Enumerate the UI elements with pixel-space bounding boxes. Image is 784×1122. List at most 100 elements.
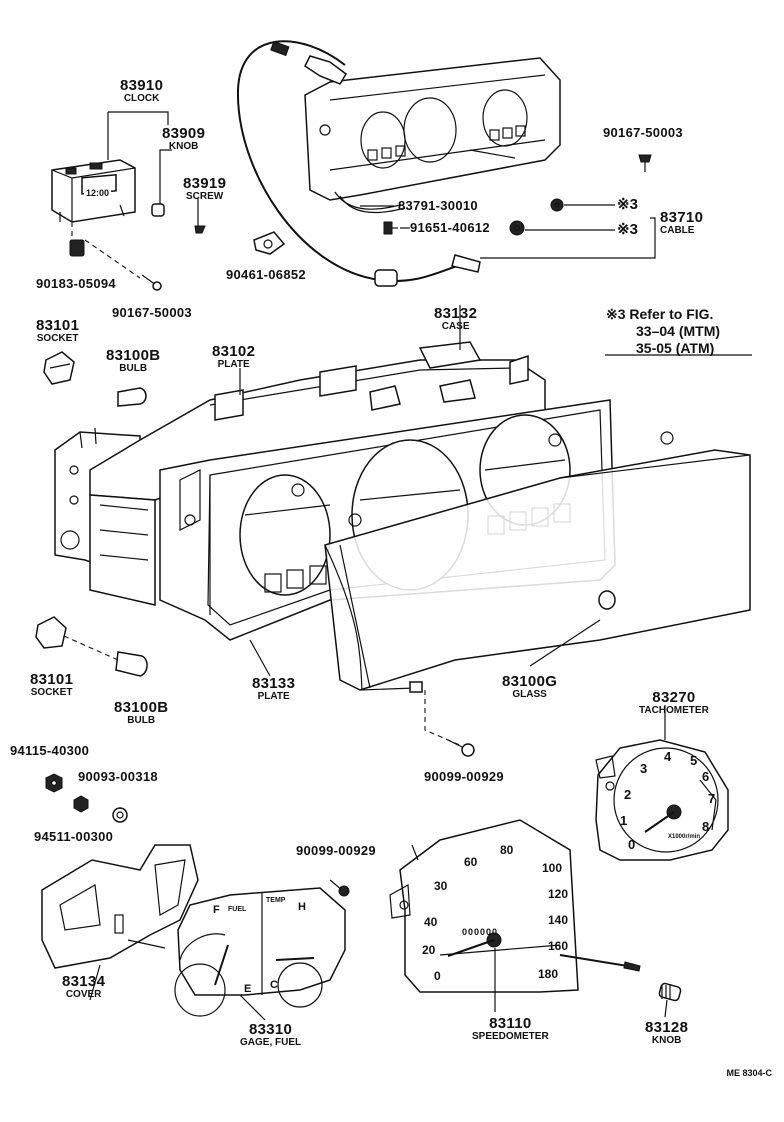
label-cable: 83710 CABLE (660, 210, 703, 236)
fuel-full-label: F (213, 904, 220, 916)
part-number: 83791-30010 (398, 198, 478, 213)
tachometer-tick-label: 5 (690, 753, 698, 768)
tachometer-tick-label: 6 (702, 769, 710, 784)
clock-assembly (51, 111, 169, 223)
label-screw-c: 90099-00929 (424, 770, 504, 783)
part-number: 83909 (162, 125, 206, 142)
part-number: 83132 (434, 305, 478, 322)
odometer-display: 000000 (462, 927, 499, 937)
part-number: 83100B (106, 347, 161, 364)
meter-housing-top (304, 57, 561, 201)
part-name: TACHOMETER (639, 705, 709, 716)
part-name: SOCKET (30, 687, 73, 698)
part-number: 83102 (212, 343, 256, 360)
temp-cold-label: C (270, 979, 278, 991)
part-number: 90099-00929 (296, 843, 376, 858)
label-cover: 83134 COVER (62, 974, 105, 1000)
label-socket-bottom: 83101 SOCKET (30, 672, 73, 698)
note-line-2: 33–04 (MTM) (636, 323, 721, 339)
part-name: SPEEDOMETER (472, 1031, 549, 1042)
part-name: SCREW (185, 191, 224, 202)
clip-b-part (253, 231, 286, 255)
label-bolt-a: 91651-40612 (410, 221, 490, 234)
reference-note: ※3 Refer to FIG. 33–04 (MTM) 35-05 (ATM) (606, 306, 720, 357)
label-bulb-bottom: 83100B BULB (114, 700, 168, 726)
part-name: GLASS (512, 689, 547, 700)
speedometer-part (389, 819, 641, 993)
label-clip-a: 90183-05094 (36, 277, 116, 290)
label-clock-screw: 83919 SCREW (183, 176, 226, 202)
tachometer-tick-label: 8 (702, 819, 710, 834)
part-number: 83310 (248, 1021, 293, 1038)
part-number: 83710 (660, 209, 704, 226)
part-name: PLATE (217, 359, 250, 370)
part-number: 90167-50003 (603, 125, 683, 140)
part-name: BULB (127, 715, 156, 726)
harness-wires (334, 191, 406, 214)
tachometer-tick-label: 2 (624, 787, 632, 802)
speedometer-tick-label: 30 (434, 879, 448, 893)
cover-part (41, 844, 199, 969)
part-name: KNOB (651, 1035, 682, 1046)
part-number: 83919 (183, 175, 227, 192)
part-name: CLOCK (123, 93, 160, 104)
cable-ends (480, 198, 656, 259)
speedometer-cable (236, 40, 481, 287)
speedometer-tick-label: 140 (548, 913, 569, 927)
label-socket-top: 83101 SOCKET (36, 318, 79, 344)
speedometer-tick-label: 40 (424, 915, 438, 929)
part-number: 83110 (489, 1015, 532, 1032)
socket-top-part (43, 351, 75, 385)
bulb-bottom-part (115, 651, 148, 677)
part-number: 83133 (252, 675, 296, 692)
label-plate-bottom: 83133 PLATE (252, 676, 295, 702)
label-gage: 83310 GAGE, FUEL (240, 1022, 301, 1048)
part-number: 90093-00318 (78, 769, 158, 784)
note-line-1: ※3 Refer to FIG. (606, 306, 714, 322)
screw-a-part (141, 274, 162, 291)
part-number: 83101 (36, 317, 80, 334)
part-number: 94115-40300 (10, 743, 90, 758)
screw-d-part (329, 879, 350, 897)
label-screw-b: 90167-50003 (603, 126, 683, 139)
part-number: 91651-40612 (410, 220, 490, 235)
clock-knob-part (151, 149, 172, 217)
reference-mark-1: ※3 (617, 196, 638, 213)
knob-trip-part (658, 982, 682, 1002)
part-number: 83101 (30, 671, 74, 688)
label-nut-b: 94511-00300 (34, 830, 113, 843)
tachometer-unit: X1000r/min (668, 834, 701, 840)
tachometer-tick-label: 3 (640, 761, 648, 776)
main-cluster (54, 341, 751, 693)
gage-part (174, 887, 346, 1017)
label-clip-b: 90461-06852 (226, 268, 306, 281)
bulb-top-part (117, 387, 147, 407)
part-number: 83100G (502, 673, 558, 690)
speedometer-tick-label: 0 (434, 969, 441, 983)
part-name: CABLE (660, 225, 695, 236)
label-speedometer: 83110 SPEEDOMETER (472, 1016, 549, 1042)
speedometer-tick-label: 80 (500, 843, 514, 857)
temp-label: TEMP (266, 897, 286, 904)
label-plate-top: 83102 PLATE (212, 344, 255, 370)
washer-a-part (112, 807, 128, 823)
socket-bottom-part (35, 616, 119, 661)
part-number: 83270 (652, 689, 696, 706)
clock-screw-part (194, 198, 206, 234)
part-name: SOCKET (36, 333, 79, 344)
label-clock: 83910 CLOCK (120, 78, 163, 104)
label-harness: 83791-30010 (398, 199, 478, 212)
part-number: 94511-00300 (34, 829, 114, 844)
part-number: 90167-50003 (112, 305, 192, 320)
fuel-label: FUEL (228, 906, 247, 913)
speedometer-tick-label: 160 (548, 939, 569, 953)
screw-b-part (638, 154, 652, 172)
screw-c-part (424, 690, 475, 757)
part-name: BULB (119, 363, 148, 374)
drawing-code: ME 8304-C (726, 1068, 772, 1078)
temp-hot-label: H (298, 901, 306, 913)
part-name: KNOB (168, 141, 199, 152)
part-name: PLATE (257, 691, 290, 702)
label-tachometer: 83270 TACHOMETER (639, 690, 709, 716)
